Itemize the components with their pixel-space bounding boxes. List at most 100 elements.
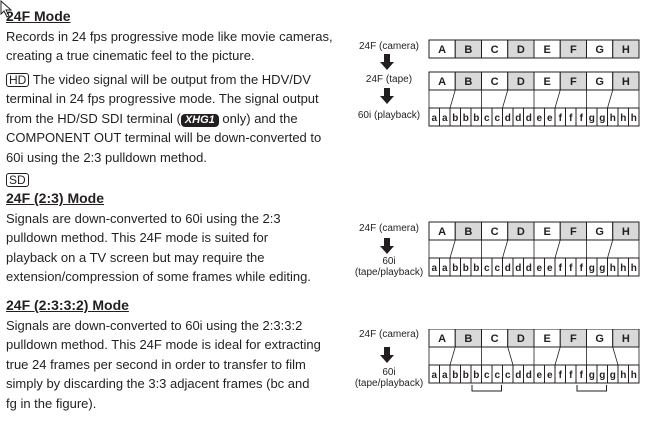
frame-label: G <box>595 76 604 88</box>
paragraph-24f-2-3: Signals are down-converted to 60i using … <box>6 209 311 287</box>
frame-label: H <box>622 226 630 238</box>
field-label: d <box>515 263 521 274</box>
sd-badge: SD <box>6 173 29 187</box>
field-label: d <box>505 113 511 124</box>
text-line: pulldown method. This 24F mode is ideal … <box>6 337 321 353</box>
frame-label: E <box>543 226 550 238</box>
text-line: creating a true cinematic feel to the pi… <box>6 48 255 64</box>
frame-label: G <box>595 226 604 238</box>
field-label: f <box>580 370 584 381</box>
text-segment: from the HD/SD SDI terminal ( <box>6 110 181 126</box>
field-label: g <box>589 113 595 124</box>
mouse-pointer-icon <box>0 0 13 18</box>
field-label: d <box>515 370 521 381</box>
field-label: e <box>536 263 542 274</box>
text-line: Signals are down-converted to 60i using … <box>6 211 281 226</box>
field-label: d <box>526 113 532 124</box>
text-line: HD The video signal will be output from … <box>6 70 321 89</box>
field-label: h <box>631 263 637 274</box>
pulldown-diagram-24f: 24F (camera) 24F (tape) 60i (playback) A… <box>348 36 644 132</box>
pulldown-connector <box>449 89 456 109</box>
paragraph-hd-output: HD The video signal will be output from … <box>6 70 321 167</box>
sd-label: SD <box>6 172 29 187</box>
field-label: d <box>505 263 511 274</box>
frame-label: H <box>622 76 630 88</box>
heading-24f-2-3-mode: 24F (2:3) Mode <box>6 190 105 206</box>
frame-label: F <box>570 226 577 238</box>
heading-24f-2-3-3-2-mode: 24F (2:3:3:2) Mode <box>6 297 129 313</box>
row-label-camera: 24F (camera) <box>358 223 419 234</box>
field-label: e <box>547 370 553 381</box>
down-arrow-icon <box>380 238 394 254</box>
field-label: c <box>484 370 490 381</box>
field-label: b <box>452 370 458 381</box>
frame-cell <box>612 329 640 348</box>
field-label: f <box>569 263 573 274</box>
frame-label: D <box>517 333 525 345</box>
row-label-tape-playback: 60i (tape/playback) <box>354 367 424 389</box>
field-label: b <box>463 113 469 124</box>
text-segment: only) and the <box>218 110 298 126</box>
field-label: g <box>589 263 595 274</box>
field-label: f <box>569 113 573 124</box>
field-label: a <box>431 263 437 274</box>
frame-label: F <box>570 44 577 56</box>
row-label-playback: 60i (playback) <box>357 110 421 121</box>
frame-label: H <box>622 44 630 56</box>
frame-label: B <box>464 76 472 88</box>
field-label: c <box>505 370 511 381</box>
pulldown-connector <box>507 346 514 366</box>
frame-label: G <box>595 44 604 56</box>
field-label: e <box>536 370 542 381</box>
field-label: a <box>442 370 448 381</box>
text-line: Signals are down-converted to 60i using … <box>6 318 303 333</box>
field-cell <box>628 257 640 277</box>
text-line: Records in 24 fps progressive mode like … <box>6 29 333 44</box>
field-label: a <box>431 370 437 381</box>
field-label: a <box>442 263 448 274</box>
discard-bracket <box>576 385 607 392</box>
frame-label: A <box>438 333 446 345</box>
frame-label: C <box>491 226 499 238</box>
frame-label: C <box>491 333 499 345</box>
field-label: e <box>536 113 542 124</box>
pulldown-connector <box>607 239 614 259</box>
frame-cell <box>612 221 640 241</box>
pulldown-connector <box>502 89 509 109</box>
frame-label: E <box>543 333 550 345</box>
down-arrow-icon <box>380 54 394 70</box>
field-label: b <box>452 263 458 274</box>
field-label: h <box>620 370 626 381</box>
text-line: COMPONENT OUT terminal will be down-conv… <box>6 130 322 146</box>
frame-label: D <box>517 76 525 88</box>
field-label: a <box>431 113 437 124</box>
paragraph-24f-intro: Records in 24 fps progressive mode like … <box>6 27 333 66</box>
field-label: c <box>494 263 500 274</box>
frame-label: H <box>622 333 630 345</box>
paragraph-24f-2-3-3-2: Signals are down-converted to 60i using … <box>6 316 321 413</box>
text-line: from the HD/SD SDI terminal (XHG1 only) … <box>6 109 321 128</box>
frame-label: A <box>438 226 446 238</box>
frame-label: A <box>438 76 446 88</box>
field-label: d <box>526 263 532 274</box>
field-label: g <box>599 113 605 124</box>
field-label: b <box>463 263 469 274</box>
frame-label: E <box>543 44 550 56</box>
field-label: h <box>610 113 616 124</box>
field-label: c <box>484 263 490 274</box>
pulldown-connector <box>502 239 509 259</box>
field-label: b <box>473 263 479 274</box>
field-label: h <box>631 113 637 124</box>
field-label: h <box>610 263 616 274</box>
frame-label: B <box>464 333 472 345</box>
field-label: f <box>559 370 563 381</box>
field-label: e <box>547 113 553 124</box>
pulldown-connector <box>449 239 456 259</box>
field-label: b <box>463 370 469 381</box>
field-label: c <box>494 370 500 381</box>
text-line: true 24 frames per second in order to tr… <box>6 356 306 372</box>
